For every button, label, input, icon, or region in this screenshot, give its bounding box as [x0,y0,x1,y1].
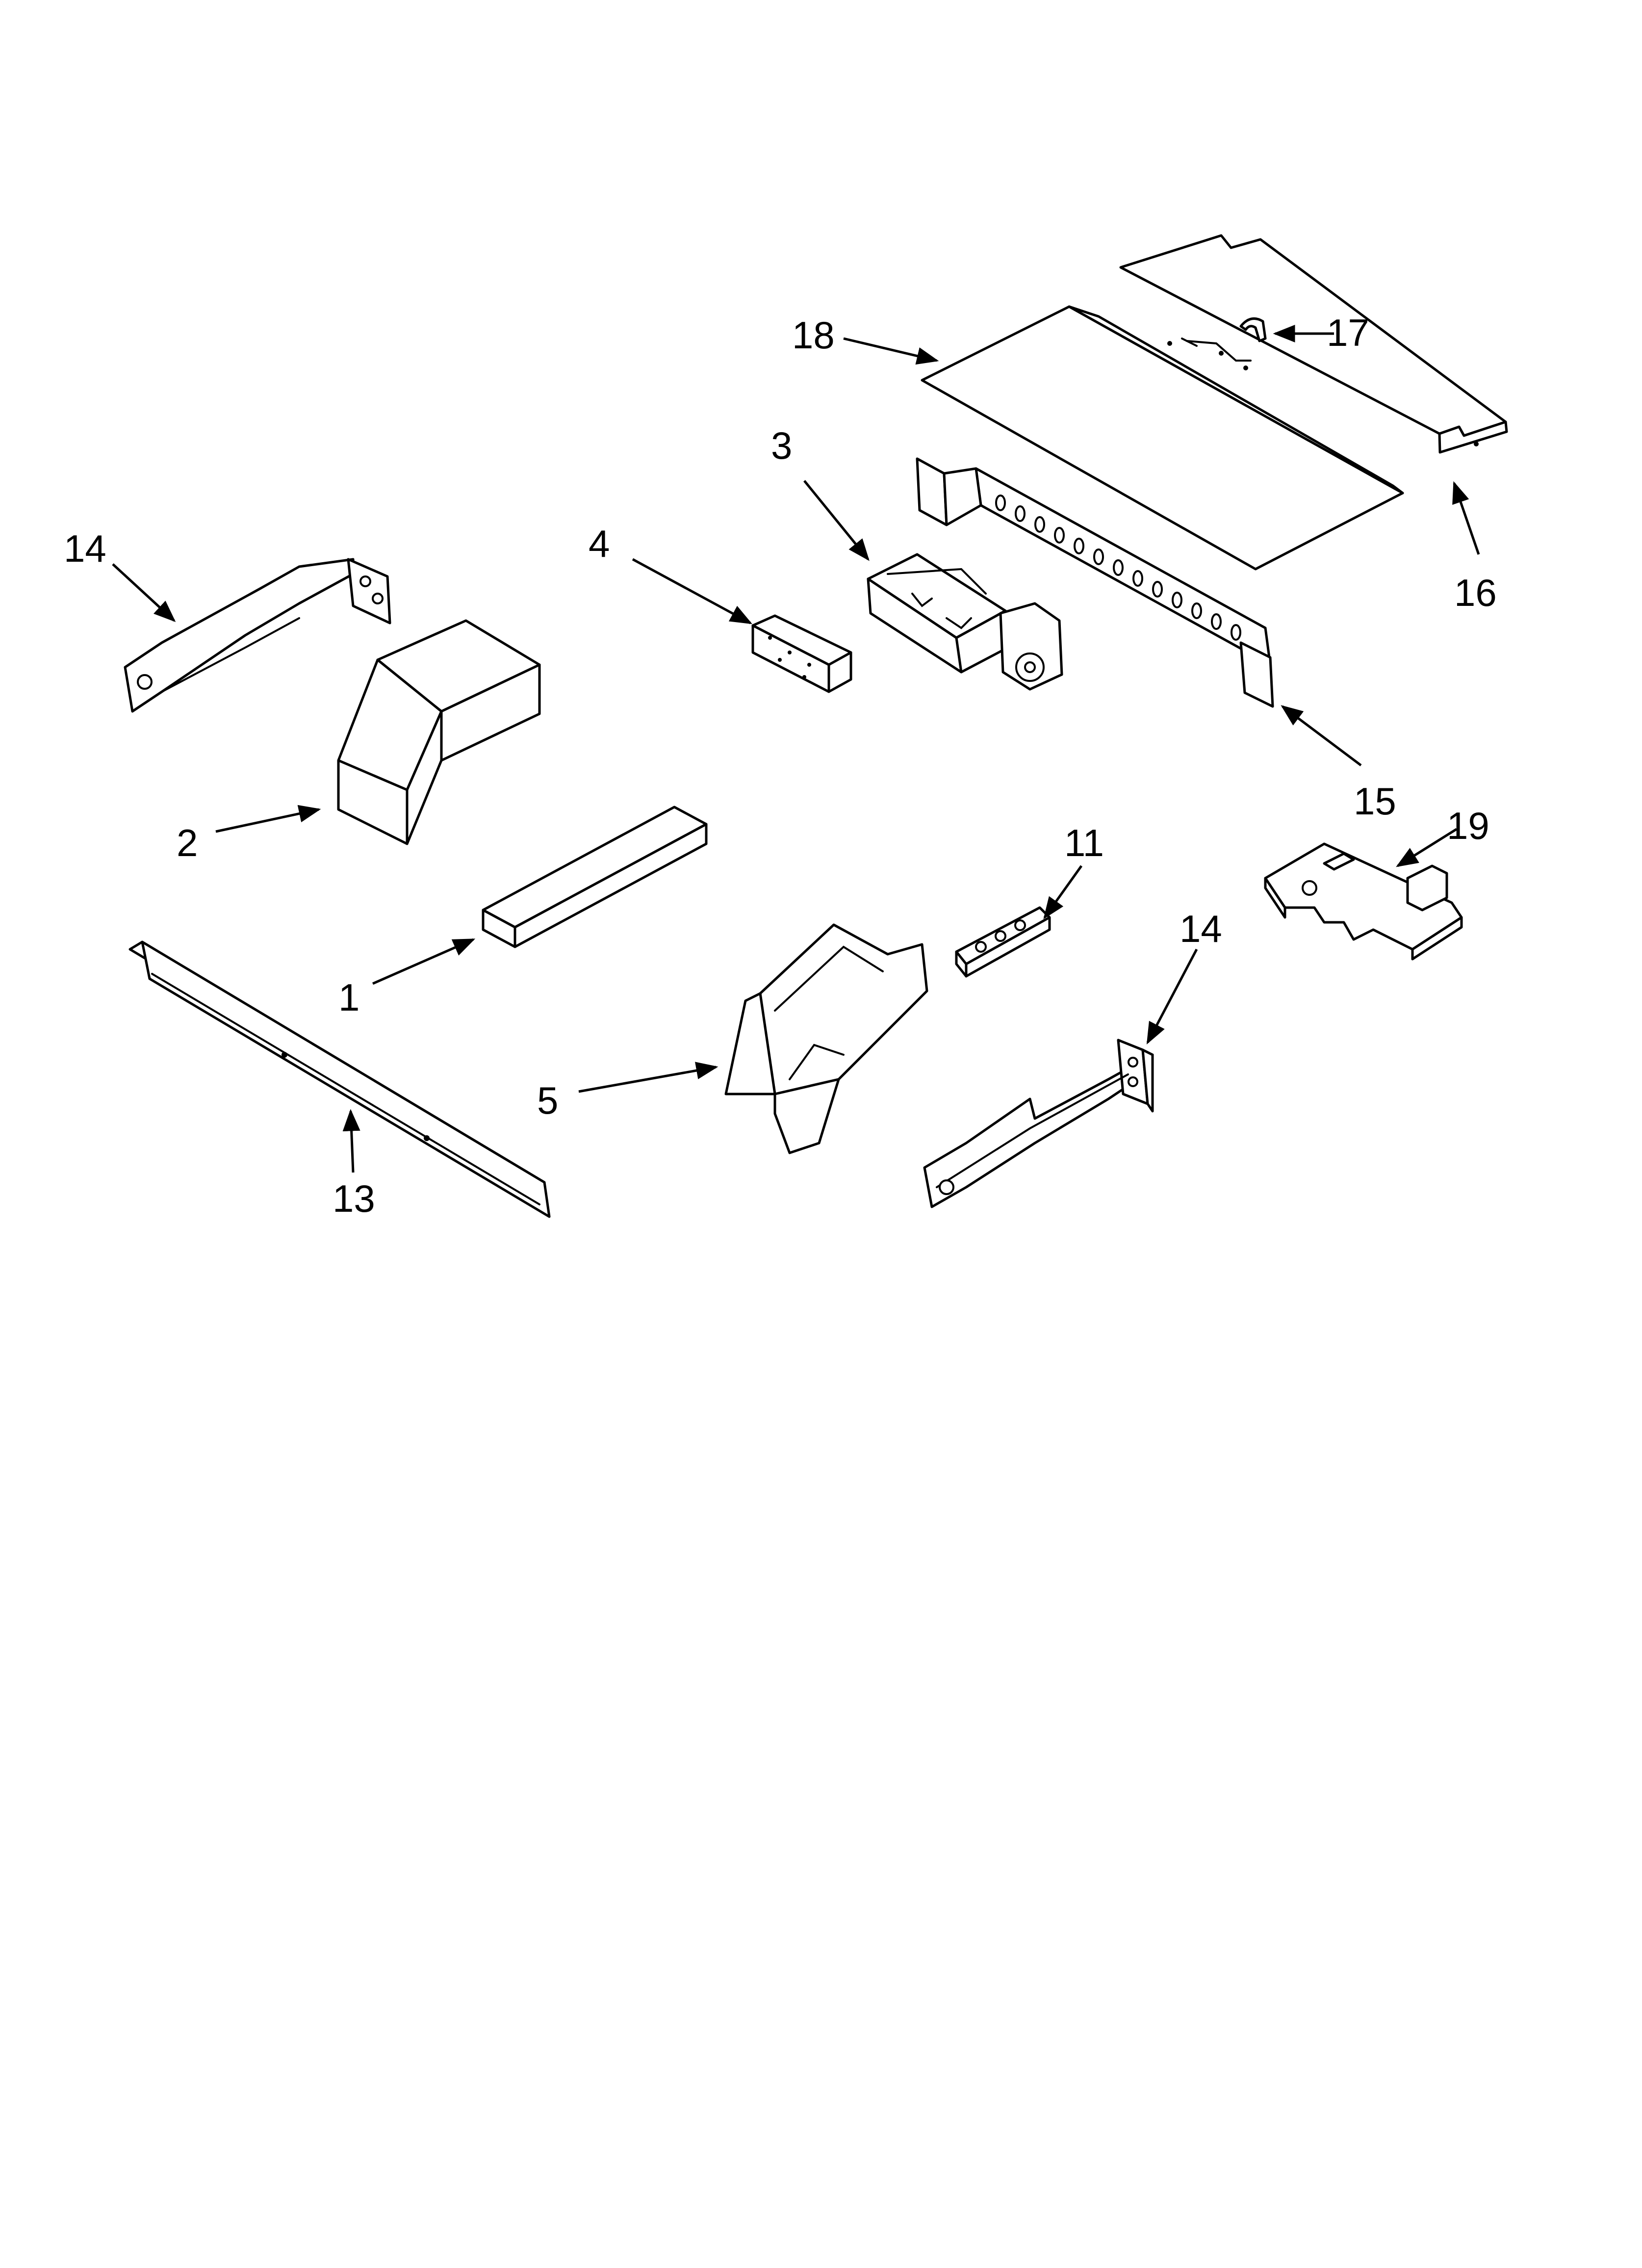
part-18-panel [921,305,1404,571]
part-19-control-board [1264,842,1463,961]
callout-4: 4 [589,522,610,565]
part-3-motor-assembly [867,553,1063,691]
part-11-terminal-block [955,906,1051,978]
callout-3: 3 [771,424,792,467]
callout-18: 18 [792,313,835,357]
callout-14-upper: 14 [64,527,106,570]
leader-3 [803,480,870,561]
part-17-clip [1239,317,1267,342]
leader-14a [112,563,176,623]
leader-14b [1146,948,1198,1044]
callout-labels: 18 17 16 3 4 14 15 2 11 19 14 1 5 13 [64,311,1497,1220]
part-2-duct [337,619,541,845]
leader-11 [1043,865,1083,919]
part-16-top-panel [1119,234,1508,454]
leader-16 [1452,481,1480,555]
callout-17: 17 [1327,311,1369,354]
part-14-side-bracket-right [923,1039,1154,1208]
callout-11: 11 [1064,821,1104,864]
callout-14-lower: 14 [1180,907,1222,950]
part-4-insulation-block [751,614,852,693]
leader-2 [215,805,321,833]
callout-16: 16 [1454,571,1497,614]
callout-15: 15 [1354,780,1396,823]
part-15-bracket [916,457,1274,708]
leaders [112,325,1480,1173]
leader-4 [632,558,752,625]
callout-13: 13 [333,1177,375,1220]
part-1-channel [482,806,708,948]
part-5-shield [724,923,928,1154]
callout-1: 1 [338,976,359,1019]
part-13-rail [128,940,551,1218]
part-14-side-bracket-left [124,558,391,713]
leader-18 [843,337,939,365]
leader-5 [578,1062,718,1093]
bracket-slots [995,495,1241,641]
leader-1 [372,938,476,985]
leader-15 [1281,705,1362,766]
callout-2: 2 [177,821,198,864]
callout-19: 19 [1447,804,1489,847]
callout-5: 5 [537,1079,558,1122]
leader-19 [1396,828,1458,867]
leader-13 [342,1109,360,1173]
